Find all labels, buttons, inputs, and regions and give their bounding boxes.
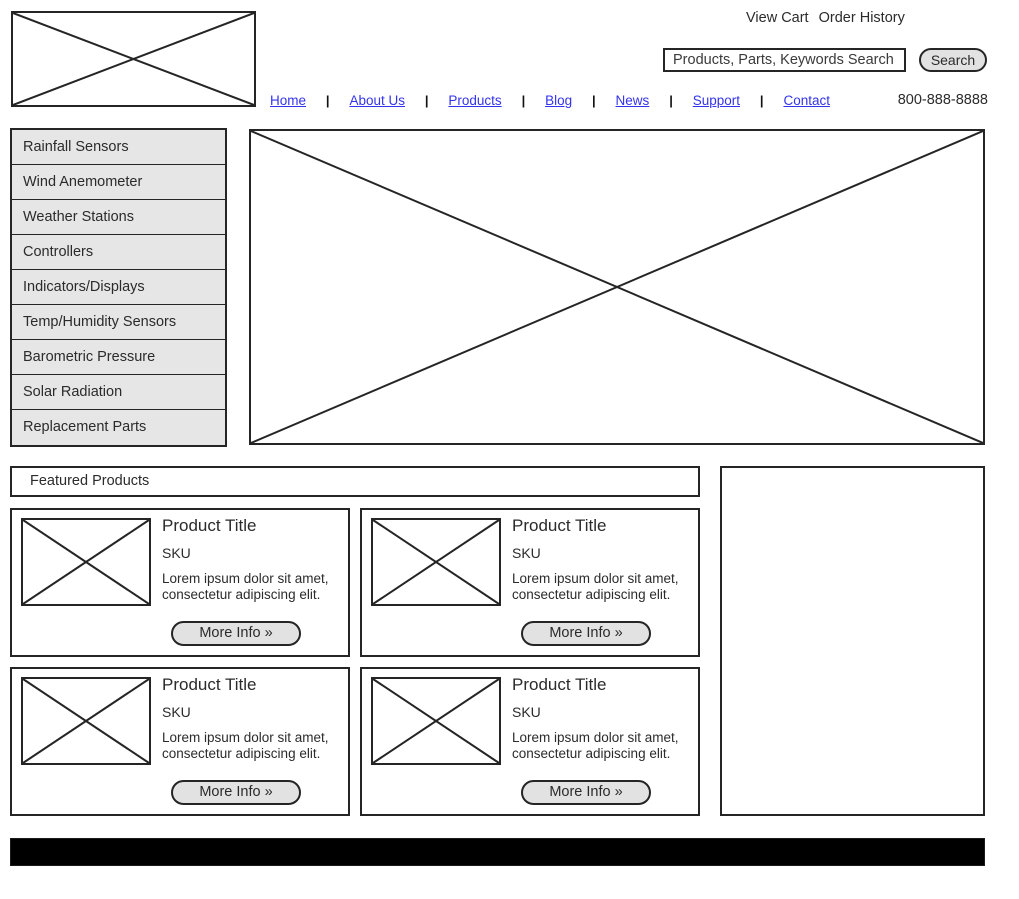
product-sku: SKU <box>162 545 191 561</box>
more-info-button[interactable]: More Info » <box>521 621 651 646</box>
order-history-link[interactable]: Order History <box>818 10 905 26</box>
product-card[interactable]: Product Title SKU Lorem ipsum dolor sit … <box>10 508 350 657</box>
nav-item-contact[interactable]: Contact <box>783 93 830 108</box>
sidebar-item-wind-anemometer[interactable]: Wind Anemometer <box>12 165 225 200</box>
product-title: Product Title <box>162 675 257 694</box>
product-sku: SKU <box>162 704 191 720</box>
nav-item-blog[interactable]: Blog <box>545 93 573 108</box>
search-button[interactable]: Search <box>919 48 987 72</box>
search-input[interactable] <box>663 48 906 72</box>
site-header: View Cart Order History Search Home | Ab… <box>0 0 1019 120</box>
product-cross-icon <box>23 679 149 763</box>
nav-separator: | <box>759 93 764 108</box>
nav-item-home[interactable]: Home <box>270 93 307 108</box>
sidebar-item-replacement-parts[interactable]: Replacement Parts <box>12 410 225 445</box>
hero-banner-placeholder[interactable] <box>249 129 985 445</box>
product-image-placeholder[interactable] <box>21 518 151 606</box>
sidebar-item-weather-stations[interactable]: Weather Stations <box>12 200 225 235</box>
more-info-button[interactable]: More Info » <box>521 780 651 805</box>
product-cross-icon <box>373 679 499 763</box>
hero-cross-icon <box>251 131 983 443</box>
sidebar-item-solar-radiation[interactable]: Solar Radiation <box>12 375 225 410</box>
view-cart-link[interactable]: View Cart <box>746 10 809 26</box>
nav-item-news[interactable]: News <box>615 93 650 108</box>
logo-placeholder[interactable] <box>11 11 256 107</box>
main-navigation: Home | About Us | Products | Blog | News… <box>270 93 830 111</box>
utility-links: View Cart Order History <box>746 10 986 26</box>
product-image-placeholder[interactable] <box>371 677 501 765</box>
nav-separator: | <box>424 93 429 108</box>
nav-separator: | <box>325 93 330 108</box>
nav-separator: | <box>521 93 526 108</box>
nav-item-about-us[interactable]: About Us <box>349 93 405 108</box>
product-title: Product Title <box>512 516 607 535</box>
product-cross-icon <box>373 520 499 604</box>
product-image-placeholder[interactable] <box>371 518 501 606</box>
nav-separator: | <box>669 93 673 108</box>
product-info: Product Title SKU Lorem ipsum dolor sit … <box>162 516 342 602</box>
site-footer <box>10 838 985 866</box>
product-description: Lorem ipsum dolor sit amet, consectetur … <box>162 730 329 761</box>
phone-number: 800-888-8888 <box>897 92 988 108</box>
promo-panel-placeholder[interactable] <box>720 466 985 816</box>
product-title: Product Title <box>512 675 607 694</box>
product-description: Lorem ipsum dolor sit amet, consectetur … <box>512 730 679 761</box>
product-card[interactable]: Product Title SKU Lorem ipsum dolor sit … <box>360 508 700 657</box>
more-info-button[interactable]: More Info » <box>171 621 301 646</box>
sidebar-item-rainfall-sensors[interactable]: Rainfall Sensors <box>12 130 225 165</box>
logo-cross-icon <box>13 13 254 105</box>
product-grid: Product Title SKU Lorem ipsum dolor sit … <box>10 508 700 816</box>
more-info-button[interactable]: More Info » <box>171 780 301 805</box>
nav-item-products[interactable]: Products <box>448 93 502 108</box>
product-card[interactable]: Product Title SKU Lorem ipsum dolor sit … <box>360 667 700 816</box>
product-info: Product Title SKU Lorem ipsum dolor sit … <box>512 675 692 761</box>
sidebar-item-indicators-displays[interactable]: Indicators/Displays <box>12 270 225 305</box>
nav-separator: | <box>592 93 596 108</box>
product-cross-icon <box>23 520 149 604</box>
featured-products-heading: Featured Products <box>10 466 700 497</box>
product-sku: SKU <box>512 704 541 720</box>
product-sku: SKU <box>512 545 541 561</box>
sidebar-item-controllers[interactable]: Controllers <box>12 235 225 270</box>
product-description: Lorem ipsum dolor sit amet, consectetur … <box>162 571 329 602</box>
product-info: Product Title SKU Lorem ipsum dolor sit … <box>162 675 342 761</box>
sidebar-item-barometric-pressure[interactable]: Barometric Pressure <box>12 340 225 375</box>
product-title: Product Title <box>162 516 257 535</box>
category-sidebar: Rainfall Sensors Wind Anemometer Weather… <box>10 128 227 447</box>
product-description: Lorem ipsum dolor sit amet, consectetur … <box>512 571 679 602</box>
product-card[interactable]: Product Title SKU Lorem ipsum dolor sit … <box>10 667 350 816</box>
nav-item-support[interactable]: Support <box>692 93 741 108</box>
sidebar-item-temp-humidity-sensors[interactable]: Temp/Humidity Sensors <box>12 305 225 340</box>
product-info: Product Title SKU Lorem ipsum dolor sit … <box>512 516 692 602</box>
product-image-placeholder[interactable] <box>21 677 151 765</box>
